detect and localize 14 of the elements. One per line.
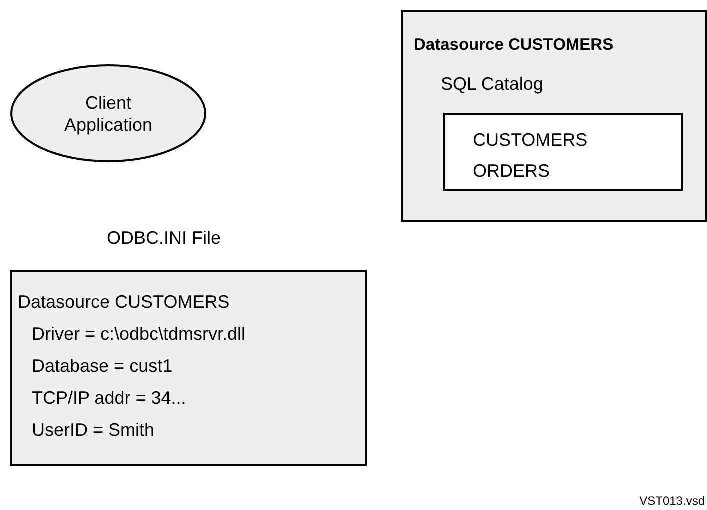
section-label: SQL Catalog — [441, 73, 544, 95]
file-heading: ODBC.INI File — [107, 227, 222, 249]
table-name: ORDERS — [473, 160, 550, 182]
panel-heading: Datasource CUSTOMERS — [414, 35, 614, 56]
node-label: Client Application — [63, 92, 154, 136]
config-line: TCP/IP addr = 34... — [32, 387, 186, 409]
config-line: Driver = c:\odbc\tdmsrvr.dll — [32, 323, 246, 345]
config-heading: Datasource CUSTOMERS — [18, 291, 230, 313]
config-line: UserID = Smith — [32, 419, 155, 441]
table-name: CUSTOMERS — [473, 129, 588, 151]
table-list-box — [443, 113, 683, 191]
file-name-note: VST013.vsd — [640, 494, 705, 508]
datasource-panel — [401, 10, 707, 222]
config-line: Database = cust1 — [32, 355, 173, 377]
